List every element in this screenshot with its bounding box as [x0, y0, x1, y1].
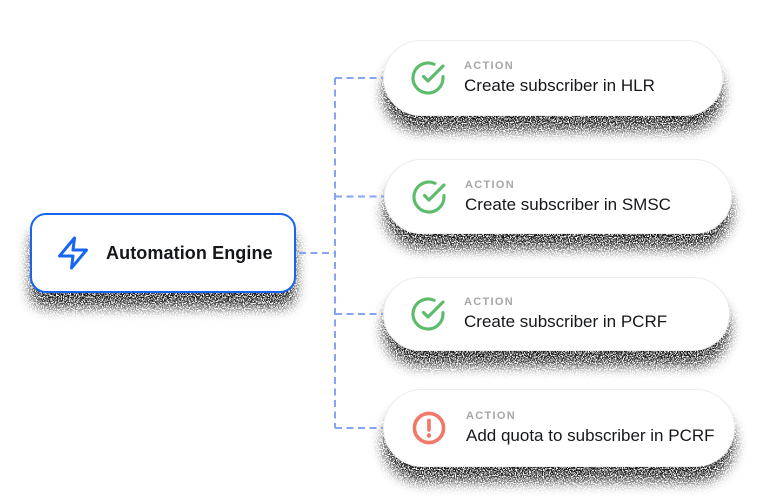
check-circle-icon	[411, 179, 447, 215]
dashed-connectors	[299, 77, 385, 429]
check-circle-icon	[410, 60, 446, 96]
action-card-create-subscriber-smsc[interactable]: ACTION Create subscriber in SMSC	[384, 159, 732, 234]
zap-icon	[55, 235, 91, 271]
alert-circle-icon	[410, 409, 448, 447]
action-title: Add quota to subscriber in PCRF	[466, 426, 715, 445]
check-circle-icon	[410, 296, 446, 332]
automation-engine-node[interactable]: Automation Engine	[30, 213, 296, 293]
action-card-create-subscriber-hlr[interactable]: ACTION Create subscriber in HLR	[383, 40, 723, 116]
action-card-create-subscriber-pcrf[interactable]: ACTION Create subscriber in PCRF	[383, 277, 730, 351]
action-title: Create subscriber in PCRF	[464, 312, 668, 331]
action-title: Create subscriber in HLR	[464, 76, 655, 95]
action-kicker-label: ACTION	[464, 60, 514, 72]
action-kicker-label: ACTION	[466, 410, 516, 422]
action-kicker-label: ACTION	[464, 296, 514, 308]
action-card-add-quota-pcrf[interactable]: ACTION Add quota to subscriber in PCRF	[383, 389, 735, 467]
action-kicker-label: ACTION	[465, 178, 515, 191]
action-title: Create subscriber in SMSC	[465, 194, 671, 214]
automation-engine-label: Automation Engine	[106, 242, 273, 263]
